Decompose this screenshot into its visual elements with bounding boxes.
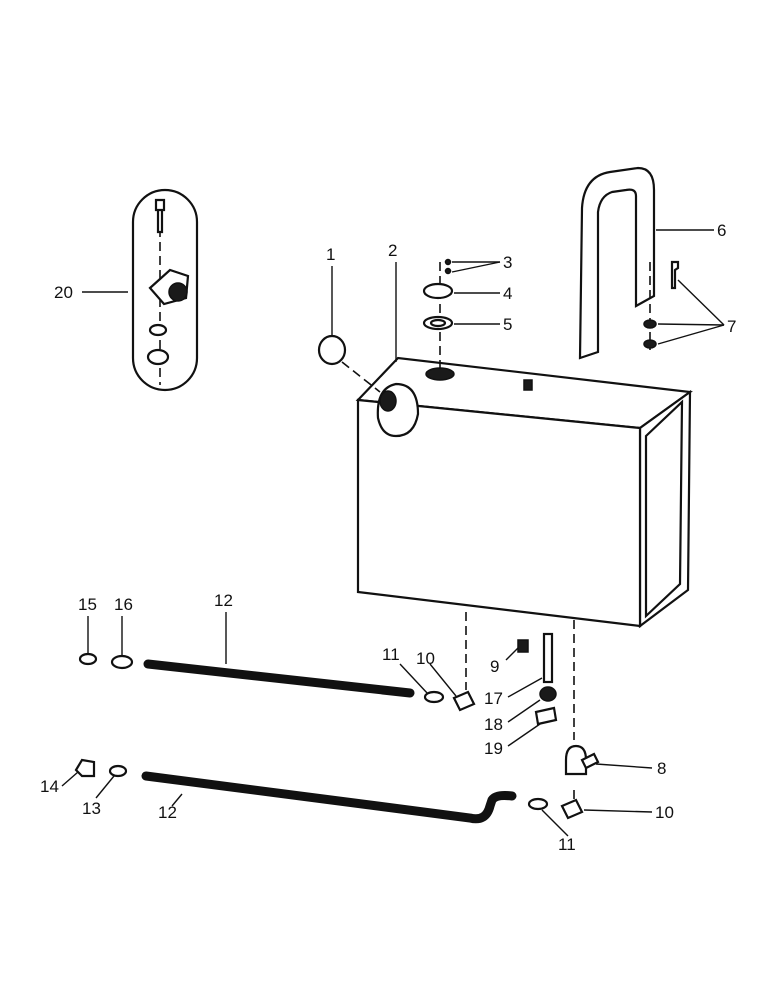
callout-9: 9	[490, 657, 499, 676]
callout-7: 7	[727, 317, 736, 336]
leader-lines	[61, 229, 725, 837]
callout-8: 8	[657, 759, 666, 778]
callout-11-upper: 11	[382, 645, 400, 664]
callout-10-lower: 10	[655, 803, 674, 822]
callout-2: 2	[388, 241, 397, 260]
callout-19: 19	[484, 739, 503, 758]
callout-20: 20	[54, 283, 73, 302]
sender-parts	[422, 258, 454, 372]
fuel-cap	[317, 334, 381, 393]
fuel-hoses	[74, 652, 517, 824]
callout-13: 13	[82, 799, 101, 818]
callout-6: 6	[717, 221, 726, 240]
callout-11-lower: 11	[558, 835, 576, 854]
callout-labels: 1 2 3 4 5 6 7 20 15 16 12 11 10 9 17 18 …	[40, 221, 736, 854]
callout-12-upper: 12	[214, 591, 233, 610]
callout-14: 14	[40, 777, 59, 796]
callout-1: 1	[326, 245, 335, 264]
callout-16: 16	[114, 595, 133, 614]
strap-bolts	[643, 260, 680, 350]
drain-and-valve-fittings	[423, 612, 600, 820]
tank-strap	[578, 166, 656, 360]
callout-4: 4	[503, 284, 512, 303]
fuel-tank	[355, 356, 693, 629]
callout-12-lower: 12	[158, 803, 177, 822]
clamp-detail-inset	[131, 188, 199, 392]
callout-5: 5	[503, 315, 512, 334]
callout-15: 15	[78, 595, 97, 614]
callout-3: 3	[503, 253, 512, 272]
callout-18: 18	[484, 715, 503, 734]
callout-17: 17	[484, 689, 503, 708]
callout-10-upper: 10	[416, 649, 435, 668]
